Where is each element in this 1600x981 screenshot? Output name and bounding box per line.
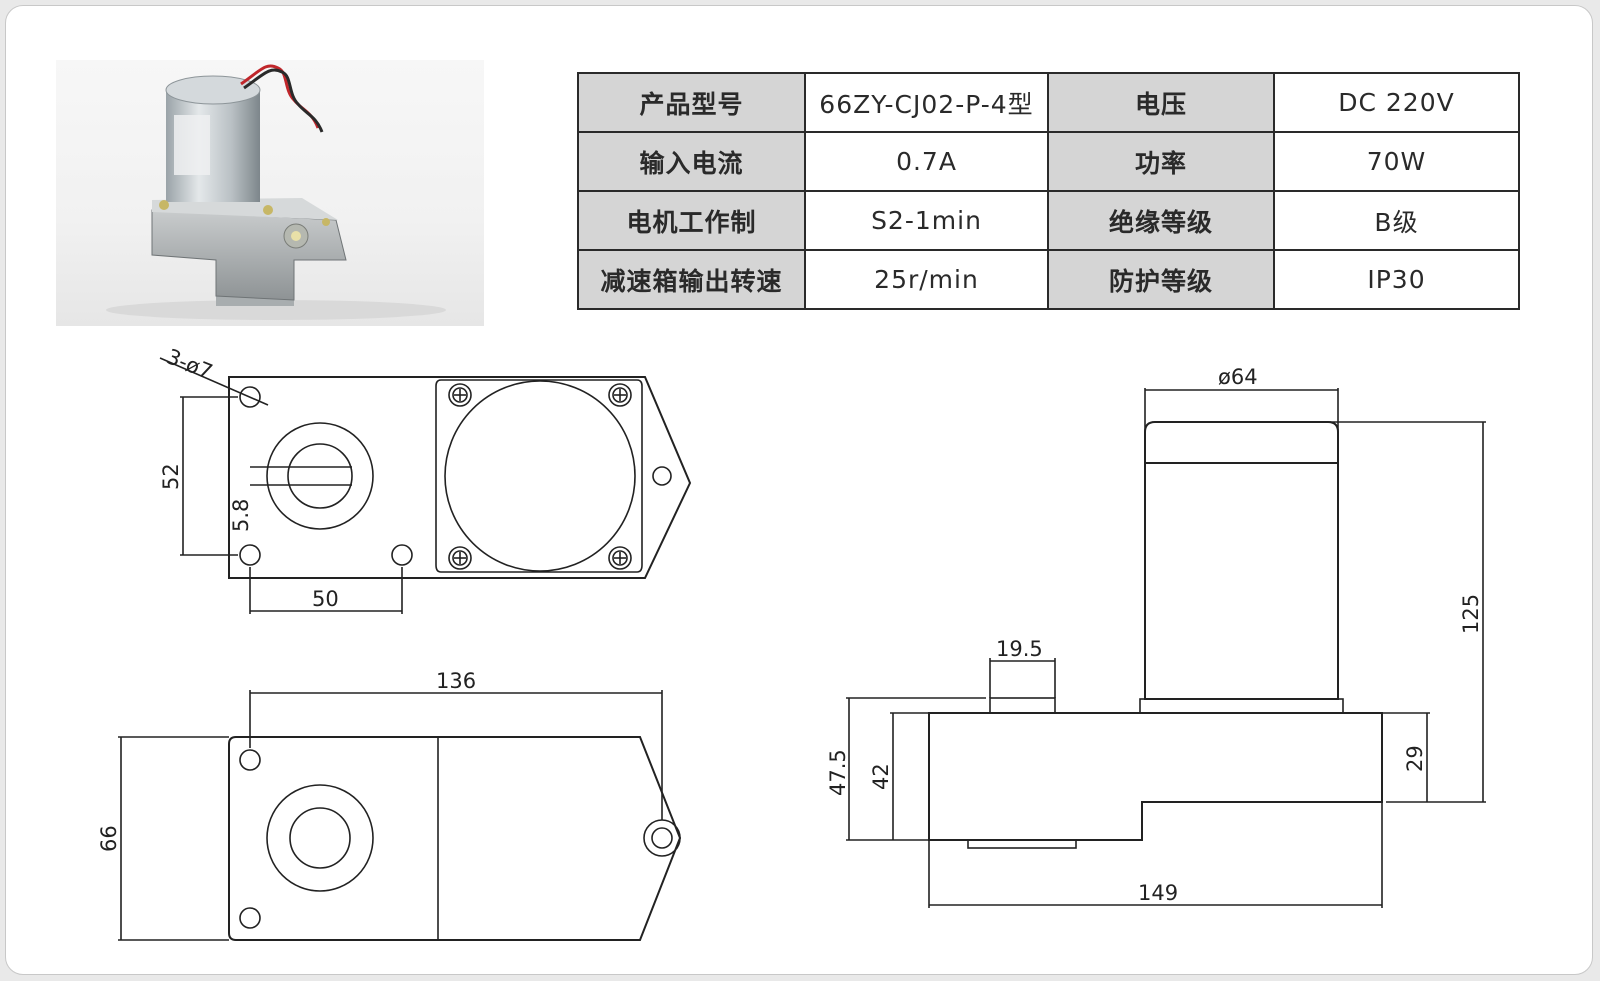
bottom-view-drawing [118,690,682,941]
table-row: 产品型号 66ZY-CJ02-P-4型 电压 DC 220V [577,72,1520,133]
table-row: 输入电流 0.7A 功率 70W [577,131,1520,192]
spec-label: 输入电流 [577,131,806,192]
spec-value: IP30 [1273,249,1520,310]
spec-label: 产品型号 [577,72,806,133]
dim-label: 47.5 [826,749,850,796]
screw-icon [608,546,632,570]
spec-label: 功率 [1047,131,1275,192]
screw-icon [608,383,632,407]
spec-table: 产品型号 66ZY-CJ02-P-4型 电压 DC 220V 输入电流 0.7A… [577,72,1520,310]
spec-label: 绝缘等级 [1047,190,1275,251]
dim-label: ø64 [1218,365,1258,389]
spec-label: 电机工作制 [577,190,806,251]
dim-label: 136 [436,669,476,693]
dim-label: 42 [869,763,893,790]
screw-icon [448,383,472,407]
screw-icon [448,546,472,570]
spec-label: 电压 [1047,72,1275,133]
spec-value: 70W [1273,131,1520,192]
spec-value: DC 220V [1273,72,1520,133]
spec-label: 减速箱输出转速 [577,249,806,310]
spec-value: 0.7A [804,131,1049,192]
dim-label: 50 [312,587,339,611]
dim-label: 149 [1138,881,1178,905]
dim-label: 29 [1403,745,1427,772]
spec-value: B级 [1273,190,1520,251]
dim-label: 19.5 [996,637,1043,661]
dim-label: 52 [159,463,183,490]
dim-label: 5.8 [229,499,253,532]
product-photo [56,60,484,326]
top-view-drawing [159,357,692,614]
spec-label: 防护等级 [1047,249,1275,310]
spec-value: 66ZY-CJ02-P-4型 [804,72,1049,133]
dim-label: 3-ø7 [163,344,216,384]
gear-motor-image [106,64,446,320]
side-view-drawing [846,388,1486,908]
spec-value: 25r/min [804,249,1049,310]
table-row: 电机工作制 S2-1min 绝缘等级 B级 [577,190,1520,251]
spec-value: S2-1min [804,190,1049,251]
table-row: 减速箱输出转速 25r/min 防护等级 IP30 [577,249,1520,310]
dim-label: 125 [1459,594,1483,634]
dim-label: 66 [97,825,121,852]
